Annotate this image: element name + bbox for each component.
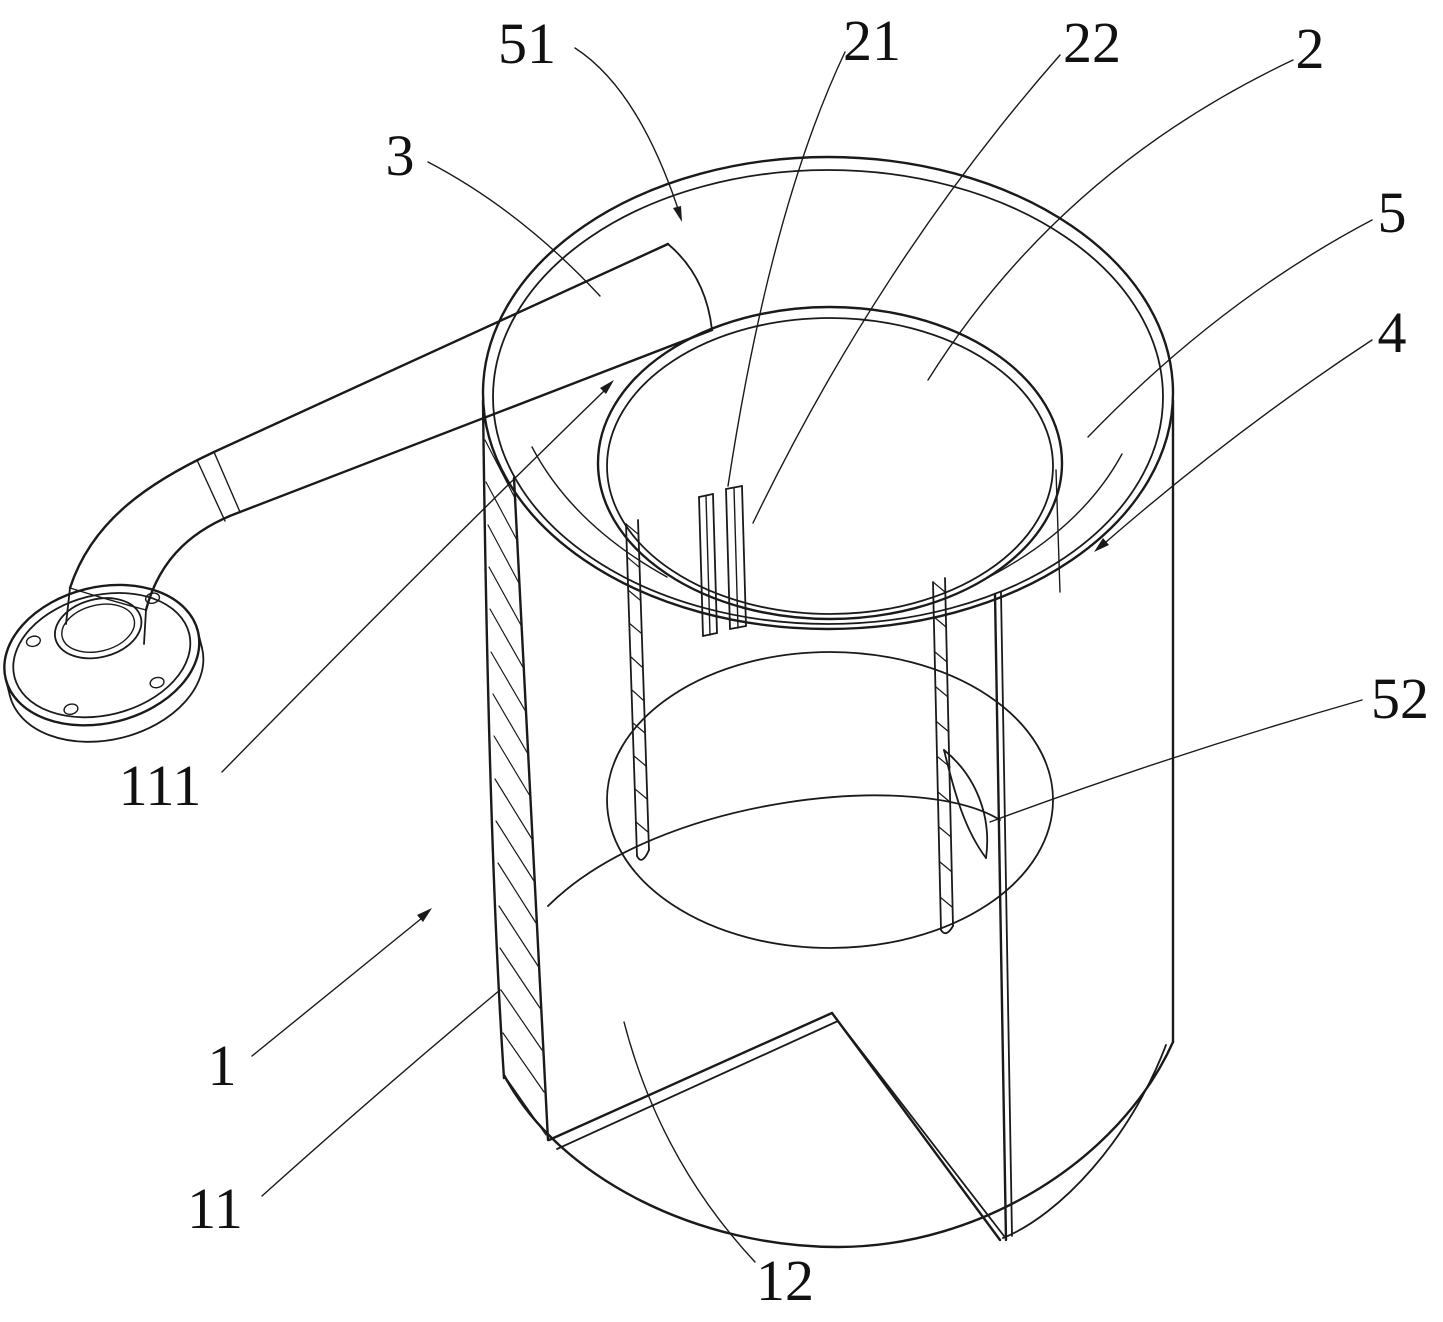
inner-cylinder: [531, 305, 1123, 949]
leader-2: [927, 59, 1294, 381]
leader-5: [1087, 219, 1373, 438]
ref-label-111: 111: [119, 753, 202, 818]
shell-bottom-outer-arc: [502, 1040, 1175, 1249]
leader-1: [251, 917, 423, 1057]
leader-1-arrowhead: [417, 908, 432, 922]
shell-rim-outer: [481, 155, 1175, 631]
pipe-seam-1: [213, 451, 241, 513]
ref-label-12: 12: [756, 1248, 814, 1313]
ref-label-1: 1: [208, 1033, 237, 1098]
pipe-elbow-outer: [68, 450, 216, 590]
shell-left-hatching: [484, 439, 547, 1136]
flange-bore-inner: [61, 603, 136, 653]
leader-11: [261, 989, 501, 1197]
ref-label-5: 5: [1378, 180, 1407, 245]
pipe-top-line: [212, 242, 670, 454]
inner-rim-inner: [606, 317, 1054, 615]
leader-52: [989, 699, 1363, 823]
inlet-pipe: [3, 242, 714, 743]
flange-bolt-hole: [144, 592, 161, 605]
inner-wall-right-section: [932, 577, 954, 935]
ref-label-22: 22: [1063, 10, 1121, 75]
pipe-neck-right: [143, 609, 147, 645]
leader-lines: [221, 47, 1373, 1263]
flange-thickness-sides: [4, 630, 203, 697]
leader-4: [1105, 339, 1373, 543]
inner-wall-left-section: [625, 519, 650, 861]
bottom-plate-notch: [547, 1011, 1005, 1242]
flange-bolt-hole: [149, 676, 165, 689]
pipe-seam-3: [69, 587, 147, 611]
pipe-elbow-inner: [144, 510, 242, 612]
shell-right-cut-edge-inner: [1000, 591, 1013, 1237]
inner-rim-outer: [596, 305, 1064, 621]
opening-52: [943, 749, 989, 859]
ref-label-11: 11: [187, 1176, 243, 1241]
plate-22: [725, 485, 747, 630]
plate-21: [698, 493, 718, 637]
leader-21: [727, 51, 846, 487]
flange-inner-edge: [12, 592, 192, 719]
leader-111-arrowhead: [600, 380, 614, 394]
ref-label-21: 21: [843, 8, 901, 73]
shell-left-silhouette: [481, 398, 506, 1080]
leader-111: [221, 390, 605, 773]
flange: [3, 583, 205, 743]
flange-bolt-hole: [25, 635, 42, 648]
ref-label-2: 2: [1296, 16, 1325, 81]
shell-rim-inner: [492, 169, 1164, 625]
inner-cylinder-right-wall: [1055, 469, 1061, 593]
bottom-plate-back-arc: [547, 794, 1001, 907]
leader-12: [623, 1021, 756, 1263]
flange-thickness-arc: [8, 646, 205, 743]
leader-4-arrowhead: [1094, 538, 1109, 552]
ring-edge-left: [531, 446, 668, 578]
leader-3: [427, 161, 601, 297]
shell-left-cut-edge: [512, 476, 550, 1142]
ref-label-52: 52: [1371, 666, 1429, 731]
ref-label-51: 51: [498, 11, 556, 76]
leader-51: [574, 47, 682, 219]
leader-51-arrowhead: [673, 206, 682, 222]
pipe-bottom-line: [238, 328, 714, 514]
shell-right-cut-edge: [993, 592, 1008, 1242]
outer-shell: [481, 155, 1175, 1249]
pipe-seam-2: [196, 459, 226, 522]
leader-22: [752, 54, 1061, 524]
flange-bore-outer: [54, 597, 143, 660]
pipe-end-cap: [667, 243, 713, 331]
ring-edge-right: [988, 453, 1123, 578]
inner-cylinder-bottom-rim: [606, 651, 1054, 949]
reference-labels: 51 21 22 2 3 5 4 52 111 1 11 12: [119, 8, 1429, 1313]
ref-label-3: 3: [386, 123, 415, 188]
ref-label-4: 4: [1378, 300, 1407, 365]
shell-bottom-inner-arc: [1002, 1044, 1167, 1239]
flange-bolt-hole: [63, 703, 79, 716]
